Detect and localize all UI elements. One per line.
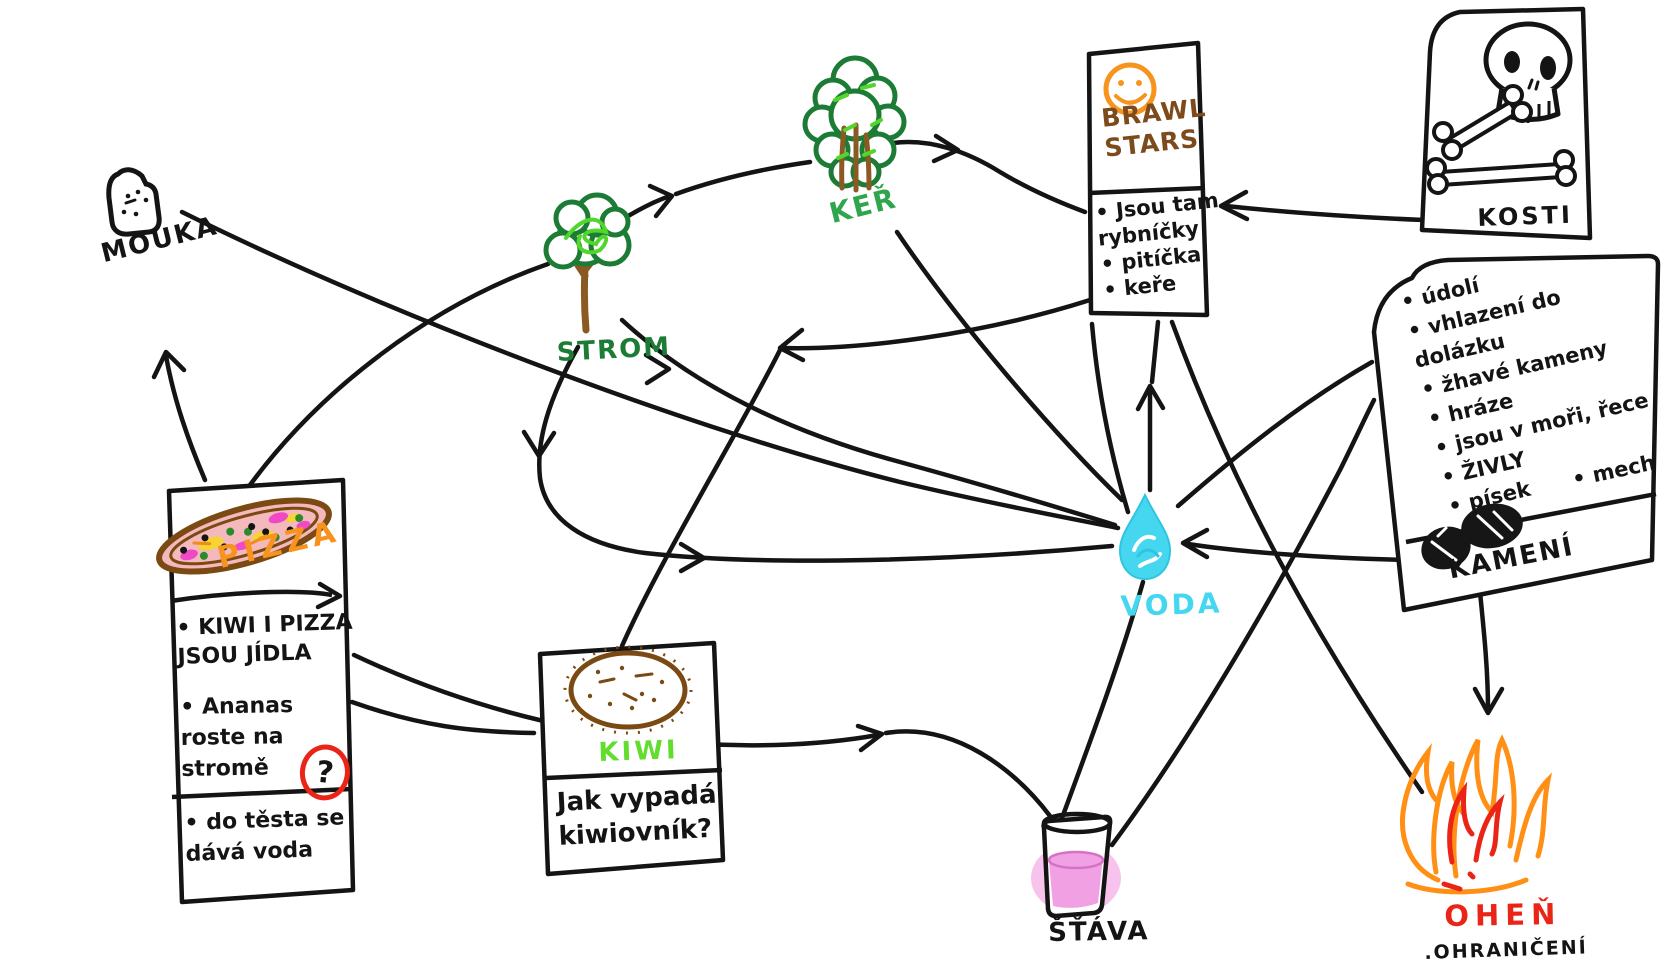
connector-line: [883, 729, 1053, 819]
water-drop-icon: [1118, 492, 1172, 581]
pizza-divider-2: [171, 786, 352, 800]
connector-line: [1223, 203, 1427, 223]
stava-label: ŠŤÁVA: [1048, 916, 1150, 948]
arrowhead: [1180, 527, 1210, 560]
kiwi-question: Jak vypadá kiwiovník?: [556, 779, 718, 852]
brawl-stars-title: BRAWL STARS: [1100, 93, 1208, 163]
connector-line: [619, 347, 783, 649]
pizza-bullet: Ananas roste na stromě: [180, 690, 294, 785]
tree-icon: [543, 192, 632, 334]
connector-line: [247, 261, 551, 488]
connector-line: [890, 139, 1088, 215]
pizza-bullet: KIWI I PIZZA JSOU JÍDLA: [176, 608, 354, 672]
pizza-icon: [156, 497, 332, 575]
kosti-label: KOSTI: [1477, 200, 1574, 232]
pizza-bullet: do těsta se dává voda: [184, 802, 346, 870]
arrowhead: [521, 429, 557, 459]
arrowhead: [151, 349, 187, 380]
connector-line: [1059, 579, 1146, 821]
kiwi-title: KIWI: [598, 735, 680, 768]
connector-line: [673, 159, 813, 197]
pizza-divider-1: [170, 589, 333, 604]
connector-line: [894, 229, 1125, 503]
connector-line: [779, 297, 1093, 351]
arrowhead: [647, 183, 675, 219]
voda-label: VODA: [1120, 586, 1223, 623]
arrowhead: [678, 541, 707, 574]
connector-line: [1149, 319, 1161, 385]
arrowheads: [151, 133, 1505, 753]
smiley-icon: [1103, 62, 1157, 116]
kiwi-icon: [563, 645, 693, 735]
connector-line: [1109, 397, 1377, 848]
connector-line: [1089, 321, 1131, 515]
ohen-label: OHEŇ: [1444, 896, 1562, 933]
arrowhead: [777, 327, 806, 363]
bones-icon: [1425, 84, 1577, 195]
brawl-stars-divider: [1088, 185, 1206, 196]
connector-line: [1175, 359, 1375, 509]
flour-sack-icon: [106, 167, 162, 237]
connector-line: [537, 344, 1115, 563]
connector-line: [1477, 589, 1491, 713]
kiwi-divider: [545, 767, 723, 781]
bush-icon: [802, 55, 907, 193]
connector-line: [163, 353, 208, 483]
arrowhead: [1218, 189, 1250, 222]
connector-line: [1185, 541, 1409, 563]
arrowhead: [855, 723, 885, 753]
brawl-stars-bullet-list: Jsou tam rybníčky pitíčka keře: [1094, 187, 1229, 303]
arrowhead: [1135, 383, 1166, 412]
strom-label: STROM: [556, 332, 672, 368]
fire-icon: [1400, 734, 1553, 895]
connector-line: [349, 699, 537, 736]
arrowhead: [315, 581, 343, 610]
arrowhead: [643, 352, 672, 386]
juice-glass-icon: [1031, 811, 1121, 919]
connector-lines: [163, 139, 1491, 848]
connector-line: [179, 209, 1121, 531]
arrowhead: [931, 133, 961, 164]
arrowhead: [1472, 686, 1505, 716]
connector-line: [619, 317, 1118, 528]
